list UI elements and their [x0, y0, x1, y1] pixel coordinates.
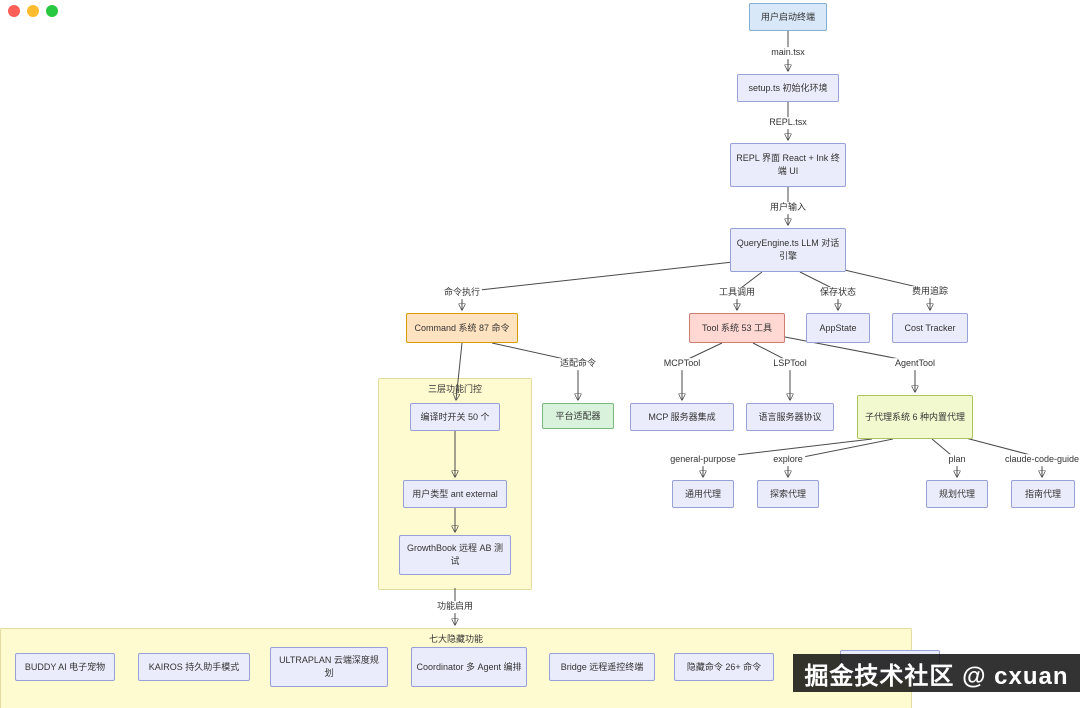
node-query-engine: QueryEngine.ts LLM 对话引擎 — [730, 228, 846, 272]
edge-label-mcptool: MCPTool — [661, 358, 703, 370]
subgraph-feature-gate-title: 三层功能门控 — [427, 384, 482, 394]
node-setup: setup.ts 初始化环境 — [737, 74, 839, 102]
edge-label-agenttool: AgentTool — [892, 358, 938, 370]
node-buddy: BUDDY AI 电子宠物 — [15, 653, 115, 681]
minimize-button[interactable] — [27, 5, 39, 17]
node-command-system: Command 系统 87 命令 — [406, 313, 518, 343]
edge-label-cmd-exec: 命令执行 — [441, 287, 483, 299]
edge-label-repl-tsx: REPL.tsx — [767, 117, 809, 129]
edge-label-save-state: 保存状态 — [817, 287, 859, 299]
node-start: 用户启动终端 — [749, 3, 827, 31]
node-ultraplan: ULTRAPLAN 云端深度规划 — [270, 647, 388, 687]
edge-label-feature-enable: 功能启用 — [434, 601, 476, 613]
edge-label-cost-track: 费用追踪 — [909, 286, 951, 298]
edge-label-user-input: 用户输入 — [767, 202, 809, 214]
node-platform-adapter: 平台适配器 — [542, 403, 614, 429]
edge-label-general-purpose: general-purpose — [668, 454, 738, 466]
edge-query-command — [462, 261, 734, 310]
watermark-text: 掘金技术社区 @ cxuan — [804, 662, 1069, 690]
zoom-button[interactable] — [46, 5, 58, 17]
edge-tool-mcp — [682, 342, 723, 400]
node-mcp-integration: MCP 服务器集成 — [630, 403, 734, 431]
node-tool-system: Tool 系统 53 工具 — [689, 313, 785, 343]
node-user-type: 用户类型 ant external — [403, 480, 507, 508]
edge-command-gate — [456, 342, 463, 400]
node-kairos: KAIROS 持久助手模式 — [138, 653, 250, 681]
edge-label-adapt-cmd: 适配命令 — [557, 358, 599, 370]
node-appstate: AppState — [806, 313, 870, 343]
node-subagent-system: 子代理系统 6 种内置代理 — [857, 395, 973, 439]
node-explore-agent: 探索代理 — [757, 480, 819, 508]
node-compile-switch: 编译时开关 50 个 — [410, 403, 500, 431]
edge-command-adapter — [491, 342, 578, 400]
node-coordinator: Coordinator 多 Agent 编排 — [411, 647, 527, 687]
node-repl-ui: REPL 界面 React + Ink 终端 UI — [730, 143, 846, 187]
edge-label-lsptool: LSPTool — [771, 358, 809, 370]
subgraph-hidden-features-title: 七大隐藏功能 — [428, 634, 483, 644]
node-growthbook: GrowthBook 远程 AB 测试 — [399, 535, 511, 575]
edge-label-explore: explore — [771, 454, 805, 466]
node-guide-agent: 指南代理 — [1011, 480, 1075, 508]
edge-label-plan: plan — [946, 454, 968, 466]
edge-label-tool-call: 工具调用 — [716, 287, 758, 299]
edge-tool-lsp — [752, 342, 790, 400]
watermark: 掘金技术社区 @ cxuan — [793, 654, 1080, 692]
close-button[interactable] — [8, 5, 20, 17]
node-general-agent: 通用代理 — [672, 480, 734, 508]
node-lsp-protocol: 语言服务器协议 — [746, 403, 834, 431]
edge-label-claude-code-guide: claude-code-guide — [1002, 454, 1080, 466]
node-bridge: Bridge 远程遥控终端 — [549, 653, 655, 681]
node-cost-tracker: Cost Tracker — [892, 313, 968, 343]
node-hidden-commands: 隐藏命令 26+ 命令 — [674, 653, 774, 681]
node-plan-agent: 规划代理 — [926, 480, 988, 508]
window-controls — [8, 5, 58, 17]
edge-label-main-tsx: main.tsx — [769, 47, 807, 59]
